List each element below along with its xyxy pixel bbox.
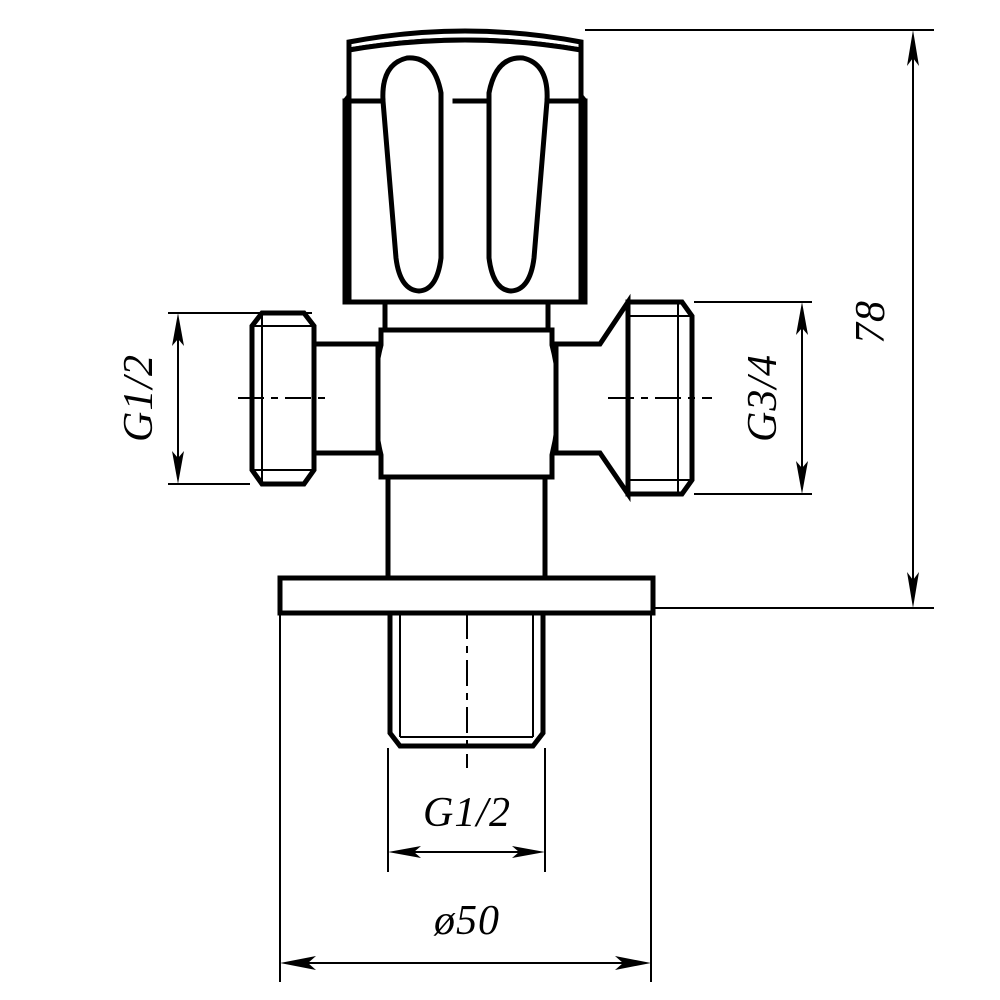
dim-bottom-g12-label: G1/2 xyxy=(423,790,511,836)
handle-rib-slot-right xyxy=(486,55,550,294)
dimension-flange-diameter: ø50 xyxy=(279,615,652,982)
dim-left-arrow-bottom xyxy=(172,451,184,484)
dim-bot-g12-arrow-left xyxy=(388,846,421,858)
lower-threaded-stem xyxy=(387,610,546,768)
dimension-overall-height: 78 xyxy=(585,29,934,609)
stem-upper-block xyxy=(385,474,548,581)
dimension-right-g34: G3/4 xyxy=(694,301,812,495)
dim-overall-height-label: 78 xyxy=(848,300,894,344)
right-fitting-g34 xyxy=(553,293,712,503)
flange-plate xyxy=(277,575,656,616)
dim-dia-arrow-left xyxy=(280,956,316,970)
valve-body-outline xyxy=(371,327,562,480)
dim-right-g34-label: G3/4 xyxy=(740,354,786,442)
dim-bot-g12-arrow-right xyxy=(512,846,545,858)
handle-assembly xyxy=(342,28,588,305)
left-hex-nut xyxy=(249,310,317,487)
dim-flange-diameter-label: ø50 xyxy=(433,898,500,944)
flange xyxy=(277,575,656,616)
valve-body xyxy=(371,327,562,480)
lower-stem-upper xyxy=(385,474,548,581)
dimension-bottom-g12: G1/2 xyxy=(387,748,546,872)
bonnet-neck-block xyxy=(382,299,551,333)
dim-height-arrow-top xyxy=(907,30,919,66)
dim-dia-arrow-right xyxy=(615,956,651,970)
dim-right-arrow-top xyxy=(796,302,808,335)
dim-right-arrow-bottom xyxy=(796,461,808,494)
left-fitting-g12 xyxy=(238,310,381,487)
dimension-left-g12: G1/2 xyxy=(116,312,312,485)
dim-left-arrow-top xyxy=(172,313,184,346)
dim-left-g12-label: G1/2 xyxy=(116,354,162,442)
dim-height-arrow-bottom xyxy=(907,572,919,608)
bonnet-neck xyxy=(382,299,551,333)
handle-rib-slot-left xyxy=(380,55,444,294)
